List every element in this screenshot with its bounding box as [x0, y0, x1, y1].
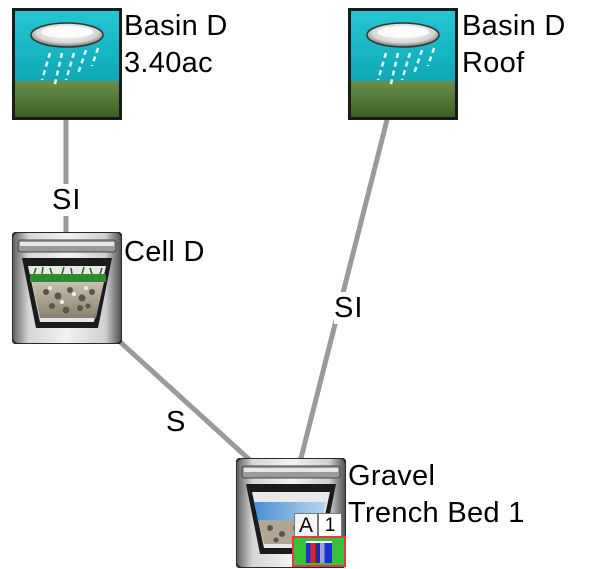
cell-d-node-icon[interactable] [12, 232, 122, 344]
gravel-trench-bed-name-line1: Gravel [348, 460, 436, 492]
cell-d-name: Cell D [124, 236, 205, 268]
basin-d-area-label: Basin D 3.40ac [124, 8, 228, 82]
gravel-trench-bed-label: Gravel Trench Bed 1 [348, 458, 525, 532]
basin-d-roof-node-icon[interactable] [348, 8, 458, 120]
link-line-cell-to-trench[interactable] [116, 338, 254, 464]
basin-d-area-name: Basin D [124, 10, 228, 42]
analysis-badge[interactable]: A [294, 513, 318, 539]
gravel-trench-bed-name-line2: Trench Bed 1 [348, 497, 525, 529]
link-label-basin-left-to-cell: SI [52, 184, 82, 216]
basin-d-roof-name: Basin D [462, 10, 566, 42]
basin-d-roof-label: Basin D Roof [462, 8, 566, 82]
basin-d-roof-value: Roof [462, 47, 525, 79]
link-label-cell-to-trench: S [166, 406, 187, 438]
count-badge[interactable]: 1 [318, 513, 342, 539]
basin-d-area-node-icon[interactable] [12, 8, 122, 120]
result-graph-icon [306, 541, 332, 563]
basin-d-area-value: 3.40ac [124, 47, 213, 79]
link-line-basin-right-to-trench[interactable] [297, 115, 391, 463]
cell-d-label: Cell D [124, 234, 205, 271]
link-label-basin-right-to-trench: SI [334, 292, 364, 324]
result-status-icon[interactable] [292, 536, 346, 567]
